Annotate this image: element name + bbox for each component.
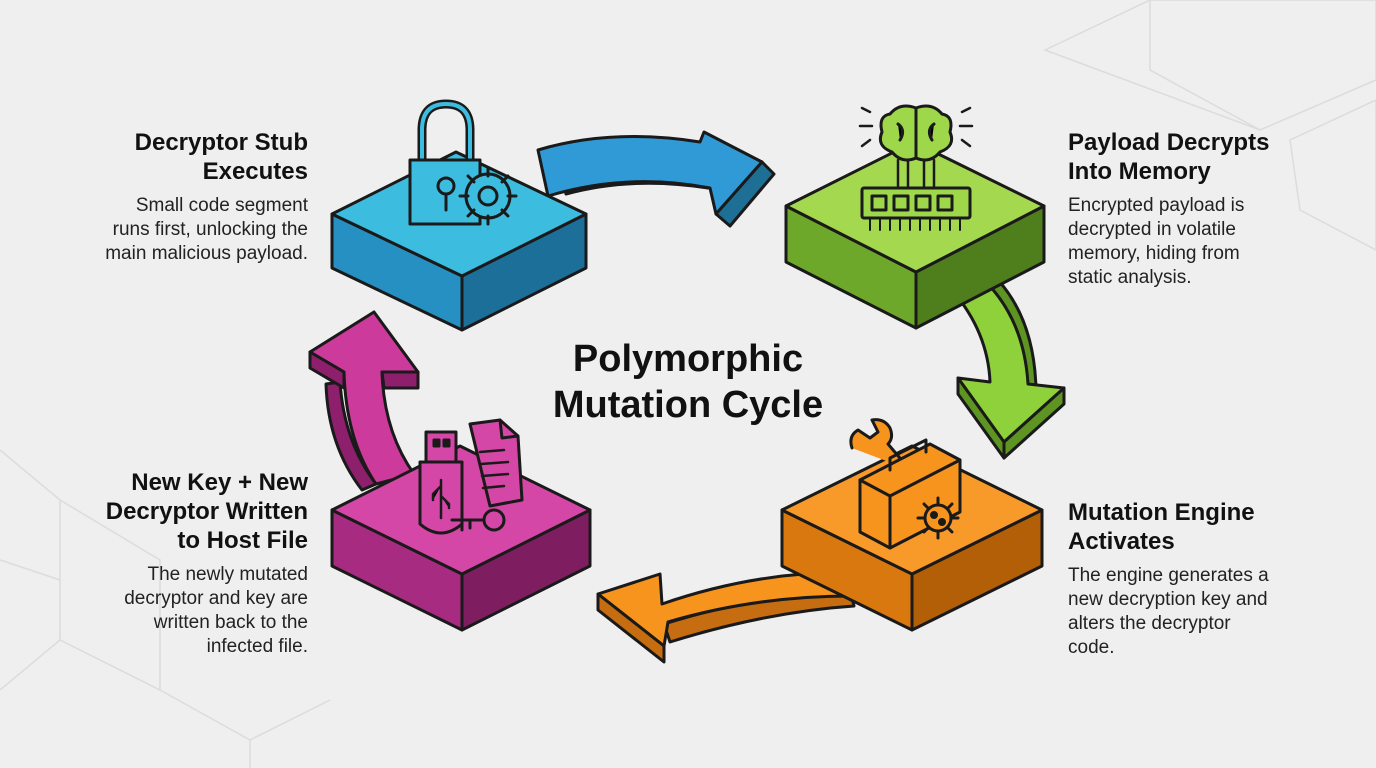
arrow-magenta [308, 310, 420, 492]
step-description: The engine generates a new decryption ke… [1068, 565, 1269, 658]
step-label-new-key-written: New Key + New Decryptor Written to Host … [40, 468, 308, 659]
step-heading: Mutation Engine Activates [1068, 499, 1255, 555]
step-heading: Payload Decrypts Into Memory [1068, 129, 1270, 185]
diagram-title: Polymorphic Mutation Cycle [520, 336, 856, 428]
step-description: Small code segment runs first, unlocking… [105, 195, 308, 264]
arrow-blue [536, 130, 776, 228]
usb-key-file-icon [418, 418, 524, 535]
brain-memory-icon [858, 104, 974, 231]
step-heading: Decryptor Stub Executes [134, 129, 308, 185]
arrow-green [950, 276, 1066, 460]
step-heading: New Key + New Decryptor Written to Host … [105, 469, 308, 554]
title-line-1: Polymorphic [572, 338, 804, 380]
title-line-2: Mutation Cycle [552, 384, 824, 426]
lock-gear-icon [408, 99, 518, 226]
step-label-mutation-engine: Mutation Engine Activates The engine gen… [1068, 498, 1358, 660]
step-description: Encrypted payload is decrypted in volati… [1068, 195, 1245, 288]
step-description: The newly mutated decryptor and key are … [124, 564, 308, 657]
step-label-payload-decrypts: Payload Decrypts Into Memory Encrypted p… [1068, 128, 1358, 290]
step-label-decryptor-stub: Decryptor Stub Executes Small code segme… [40, 128, 308, 266]
arrow-orange [596, 570, 856, 664]
toolbox-virus-icon [849, 418, 962, 550]
